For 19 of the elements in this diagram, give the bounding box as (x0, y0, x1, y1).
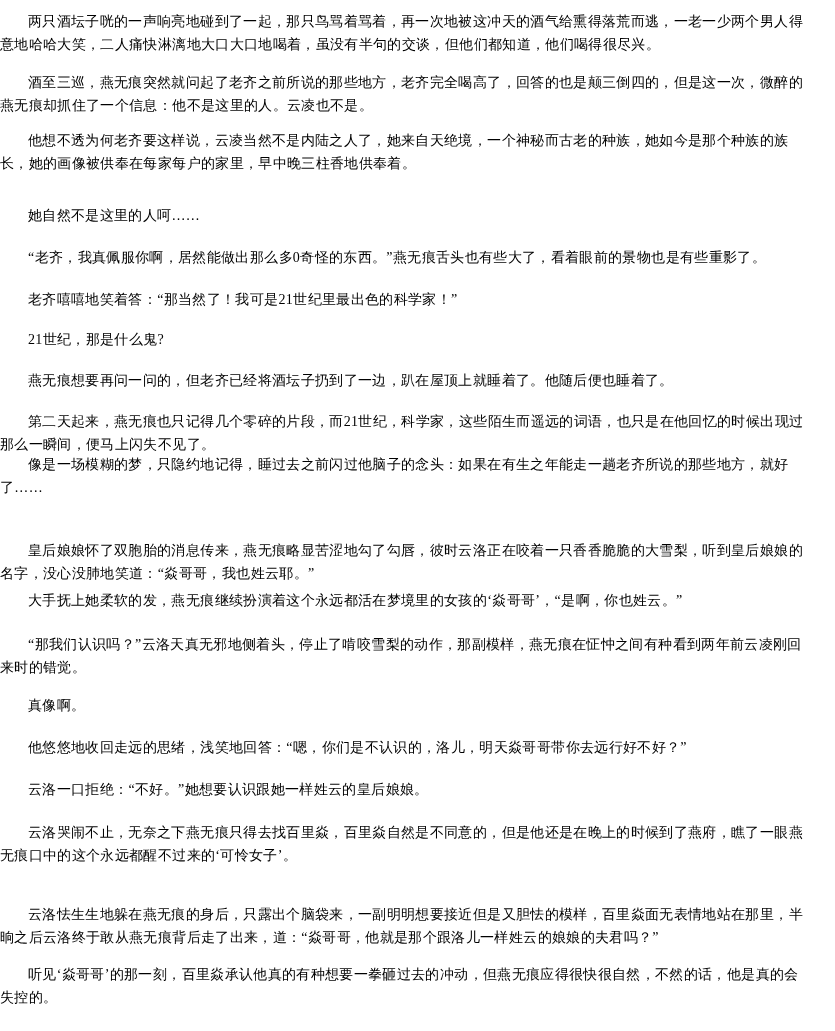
paragraph: 21世纪，那是什么鬼? (27, 331, 166, 349)
paragraph: 老齐嘻嘻地笑着答：“那当然了！我可是21世纪里最出色的科学家！” (27, 291, 459, 309)
paragraph: 酒至三巡，燕无痕突然就问起了老齐之前所说的那些地方，老齐完全喝高了，回答的也是颠三倒四的，但是这一次，微醉的燕无痕却抓住了一个信息：他不是这里的人。云凌也不是。 (0, 74, 804, 115)
paragraph: 第二天起来，燕无痕也只记得几个零碎的片段，而21世纪，科学家，这些陌生而遥远的词语，也只是在他回忆的时候出现过那么一瞬间，便马上闪失不见了。 (0, 413, 805, 454)
paragraph: 云洛哭闹不止，无奈之下燕无痕只得去找百里焱，百里焱自然是不同意的，但是他还是在晚上的时候到了燕府，瞧了一眼燕无痕口中的这个永远都醒不过来的‘可怜女子’。 (0, 824, 804, 865)
paragraph: 云洛一口拒绝：“不好。”她想要认识跟她一样姓云的皇后娘娘。 (27, 781, 430, 799)
paragraph: “老齐，我真佩服你啊，居然能做出那么多0奇怪的东西。”燕无痕舌头也有些大了，看着眼前的景物也是有些重影了。 (27, 249, 767, 267)
paragraph: 燕无痕想要再问一问的，但老齐已经将酒坛子扔到了一边，趴在屋顶上就睡着了。他随后便也睡着了。 (27, 372, 675, 390)
paragraph: 她自然不是这里的人呵…… (27, 207, 202, 225)
paragraph: “那我们认识吗？”云洛天真无邪地侧着头，停止了啃咬雪梨的动作，那副模样，燕无痕在怔忡之间有种看到两年前云凌刚回来时的错觉。 (0, 636, 803, 677)
paragraph: 像是一场模糊的梦，只隐约地记得，睡过去之前闪过他脑子的念头：如果在有生之年能走一趟老齐所说的那些地方，就好了…… (0, 456, 790, 497)
paragraph: 听见‘焱哥哥’的那一刻，百里焱承认他真的有种想要一拳砸过去的冲动，但燕无痕应得很快很自然，不然的话，他是真的会失控的。 (0, 966, 800, 1007)
paragraph: 他悠悠地收回走远的思绪，浅笑地回答：“嗯，你们是不认识的，洛儿，明天焱哥哥带你去远行好不好？” (27, 739, 688, 757)
paragraph: 大手抚上她柔软的发，燕无痕继续扮演着这个永远都活在梦境里的女孩的‘焱哥哥’，“是啊，你也姓云。” (27, 592, 684, 610)
paragraph: 他想不透为何老齐要这样说，云凌当然不是内陆之人了，她来自天绝境，一个神秘而古老的种族，她如今是那个种族的族长，她的画像被供奉在每家每户的家里，早中晚三柱香地供奉着。 (0, 132, 790, 173)
paragraph: 皇后娘娘怀了双胞胎的消息传来，燕无痕略显苦涩地勾了勾唇，彼时云洛正在咬着一只香香脆脆的大雪梨，听到皇后娘娘的名字，没心没肺地笑道：“焱哥哥，我也姓云耶。” (0, 542, 804, 583)
paragraph: 两只酒坛子咣的一声响亮地碰到了一起，那只鸟骂着骂着，再一次地被这冲天的酒气给熏得落荒而逃，一老一少两个男人得意地哈哈大笑，二人痛快淋漓地大口大口地喝着，虽没有半句的交谈，但他们都知道，他们喝得很尽兴。 (0, 13, 804, 54)
paragraph: 云洛怯生生地躲在燕无痕的身后，只露出个脑袋来，一副明明想要接近但是又胆怯的模样，百里焱面无表情地站在那里，半晌之后云洛终于敢从燕无痕背后走了出来，道：“焱哥哥，他就是那个跟洛儿一样姓云的娘娘的夫君吗？” (0, 906, 804, 947)
paragraph: 真像啊。 (27, 697, 87, 715)
